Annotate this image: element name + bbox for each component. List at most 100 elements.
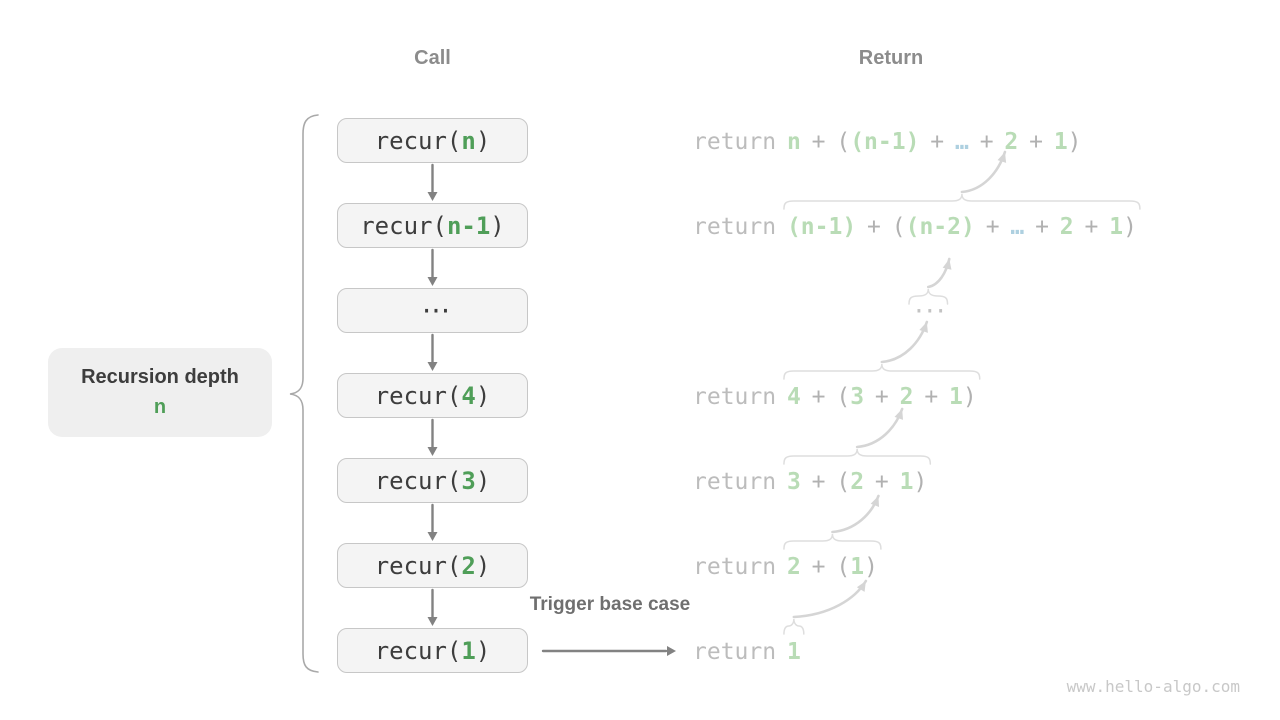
code-token: recur( <box>374 126 462 155</box>
code-token: ) <box>913 469 928 495</box>
trigger-base-case-label: Trigger base case <box>529 594 691 615</box>
code-token: + <box>1024 214 1060 240</box>
return-expression: n + ((n-1) + … + 2 + 1) <box>787 129 1082 155</box>
return-row: return 2 + (1) <box>693 547 878 587</box>
code-token: + <box>974 214 1011 240</box>
return-row: ··· <box>912 292 948 332</box>
connector <box>427 532 438 541</box>
code-token: 2 <box>1059 214 1074 240</box>
code-token: 3 <box>850 384 865 410</box>
code-token: 2 <box>899 384 914 410</box>
call-box: recur(1) <box>337 628 528 673</box>
code-token: ) <box>1067 129 1082 155</box>
code-token: + <box>800 469 837 495</box>
code-token: (n-1) <box>786 214 857 240</box>
code-token: + <box>856 214 892 240</box>
call-box: recur(n) <box>337 118 528 163</box>
code-token: n-1 <box>446 211 491 240</box>
code-token: return <box>693 214 787 240</box>
code-token: ) <box>475 636 491 665</box>
connector <box>427 447 438 456</box>
code-token: ) <box>864 554 878 580</box>
return-keyword: return <box>693 554 787 580</box>
code-token: ( <box>836 384 851 410</box>
call-box: recur(2) <box>337 543 528 588</box>
call-box: recur(4) <box>337 373 528 418</box>
return-keyword: return <box>693 384 787 410</box>
code-token: ··· <box>912 299 948 325</box>
code-token: ) <box>475 551 491 580</box>
connector <box>926 257 951 289</box>
watermark: www.hello-algo.com <box>1066 677 1240 696</box>
return-expression: 4 + (3 + 2 + 1) <box>787 384 977 410</box>
return-keyword: return <box>693 469 787 495</box>
code-token: 3 <box>786 469 801 495</box>
code-token: recur( <box>374 636 462 665</box>
return-keyword: return <box>693 639 787 665</box>
code-token: 4 <box>786 384 801 410</box>
code-token: n <box>461 126 476 155</box>
code-token: ) <box>962 384 977 410</box>
connector <box>667 646 676 656</box>
code-token: 4 <box>461 381 476 410</box>
code-token: + <box>1018 129 1054 155</box>
code-token: 2 <box>850 469 865 495</box>
code-token: + <box>800 554 837 580</box>
return-expression: 1 <box>787 639 801 665</box>
code-token: 1 <box>786 639 801 665</box>
code-token: 1 <box>850 554 865 580</box>
code-token: ) <box>475 466 491 495</box>
code-token: ) <box>475 126 491 155</box>
code-token: + <box>864 384 900 410</box>
code-token: 1 <box>899 469 914 495</box>
return-expression: 2 + (1) <box>787 554 878 580</box>
code-token: ) <box>475 381 491 410</box>
call-column-header: Call <box>414 47 451 69</box>
code-token: return <box>693 384 787 410</box>
code-token: + <box>864 469 900 495</box>
code-token: + <box>800 384 837 410</box>
return-expression: 3 + (2 + 1) <box>787 469 927 495</box>
code-token: return <box>693 639 787 665</box>
code-token: + <box>1073 214 1110 240</box>
code-token: return <box>693 469 787 495</box>
code-token: (n-1) <box>850 129 920 155</box>
connector <box>427 362 438 371</box>
code-token: recur( <box>374 381 462 410</box>
return-keyword: return <box>693 129 787 155</box>
code-token: ( <box>891 214 906 240</box>
code-token: 1 <box>1053 129 1068 155</box>
code-token: + <box>919 129 955 155</box>
code-token: recur( <box>374 466 462 495</box>
code-token: + <box>968 129 1005 155</box>
connector <box>942 259 952 270</box>
code-token: 1 <box>461 636 476 665</box>
return-row: return 4 + (3 + 2 + 1) <box>693 377 977 417</box>
code-token: ) <box>490 211 505 240</box>
recursion-depth-value: n <box>153 396 167 418</box>
code-token: + <box>800 129 837 155</box>
connector <box>427 192 438 201</box>
code-token: n <box>786 129 801 155</box>
code-token: (n-2) <box>905 214 975 240</box>
call-box: recur(n-1) <box>337 203 528 248</box>
code-token: ··· <box>419 296 452 325</box>
code-token: return <box>693 129 787 155</box>
code-token: 1 <box>1109 214 1124 240</box>
code-token: … <box>1010 214 1025 240</box>
call-box: ··· <box>337 288 528 333</box>
return-row: return 3 + (2 + 1) <box>693 462 927 502</box>
connector <box>289 114 319 673</box>
code-token: recur( <box>374 551 462 580</box>
recursion-depth-text: Recursion depth <box>81 366 239 388</box>
code-token: 1 <box>949 384 963 410</box>
code-token: 3 <box>461 466 476 495</box>
code-token: recur( <box>360 211 447 240</box>
code-token: … <box>955 129 969 155</box>
return-row: return 1 <box>693 632 801 672</box>
code-token: 2 <box>1004 129 1019 155</box>
return-expression: ··· <box>912 299 948 325</box>
connector <box>427 277 438 286</box>
code-token: 2 <box>786 554 801 580</box>
